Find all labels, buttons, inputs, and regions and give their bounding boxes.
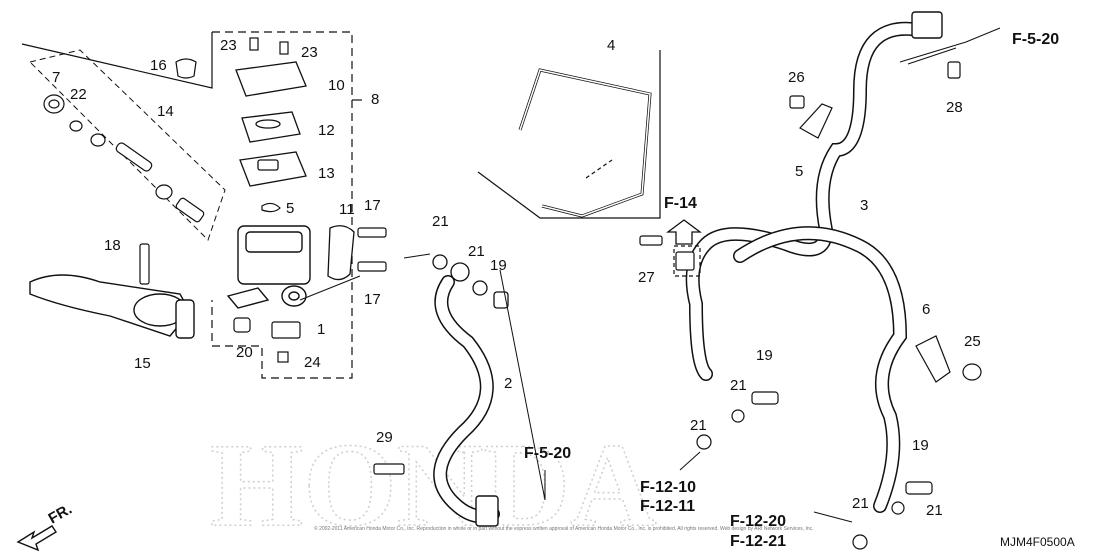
ref-f520-top: F-5-20 bbox=[1012, 31, 1059, 48]
brake-hose-2 bbox=[433, 275, 500, 527]
part-23b-label: 23 bbox=[301, 44, 318, 61]
ref-f1210: F-12-10 bbox=[640, 479, 696, 496]
front-direction-indicator: FR. bbox=[16, 501, 75, 552]
ref-f1221: F-12-21 bbox=[730, 533, 786, 550]
part-27-label: 27 bbox=[638, 269, 655, 286]
three-way-joint bbox=[639, 235, 701, 277]
brake-lever bbox=[29, 274, 195, 339]
part-24-label: 24 bbox=[304, 354, 321, 371]
part-6-label: 6 bbox=[922, 301, 930, 318]
part-19b-label: 19 bbox=[756, 347, 773, 364]
master-cylinder-body bbox=[226, 225, 311, 309]
banjo-fittings-right bbox=[696, 391, 933, 550]
part-21d-label: 21 bbox=[690, 417, 707, 434]
part-21f-label: 21 bbox=[926, 502, 943, 519]
honda-watermark: HONDA bbox=[210, 418, 657, 551]
part-18-label: 18 bbox=[104, 237, 121, 254]
part-2-label: 2 bbox=[504, 375, 512, 392]
f14-arrow bbox=[666, 219, 702, 245]
reference-labels: F-5-20 F-5-20 F-14 F-12-10 F-12-11 F-12-… bbox=[524, 31, 1059, 550]
part-21e-label: 21 bbox=[852, 495, 869, 512]
brake-pipe-4 bbox=[477, 50, 661, 219]
front-arrow-icon bbox=[16, 525, 57, 552]
part-4-label: 4 bbox=[607, 37, 615, 54]
banjo-fittings-left bbox=[432, 254, 509, 309]
part-21b-label: 21 bbox=[468, 243, 485, 260]
part-3-label: 3 bbox=[860, 197, 868, 214]
upper-brackets bbox=[789, 61, 961, 139]
part-14-label: 14 bbox=[157, 103, 174, 120]
part-17b-label: 17 bbox=[364, 291, 381, 308]
part-13-label: 13 bbox=[318, 165, 335, 182]
ref-f1220: F-12-20 bbox=[730, 513, 786, 530]
part-9-label: 5 bbox=[286, 200, 294, 217]
front-label: FR. bbox=[46, 501, 75, 528]
part-11-label: 11 bbox=[339, 201, 355, 218]
part-23a-label: 23 bbox=[220, 37, 237, 54]
part-20-label: 20 bbox=[236, 344, 253, 361]
brake-hose-3 bbox=[685, 11, 943, 513]
assembly-box bbox=[21, 31, 362, 379]
part-7-label: 7 bbox=[52, 69, 60, 86]
small-fasteners bbox=[175, 37, 301, 363]
part-19c-label: 19 bbox=[912, 437, 929, 454]
part-21c-label: 21 bbox=[730, 377, 747, 394]
ref-f14: F-14 bbox=[664, 195, 697, 212]
part-28-label: 28 bbox=[946, 99, 963, 116]
ref-f520-mid: F-5-20 bbox=[524, 445, 571, 462]
part-15-label: 15 bbox=[134, 355, 151, 372]
holder-part bbox=[327, 225, 355, 281]
pivot-bolt bbox=[139, 243, 150, 285]
part-22-label: 22 bbox=[70, 86, 87, 103]
part-25-label: 25 bbox=[964, 333, 981, 350]
ref-f1211: F-12-11 bbox=[640, 498, 695, 515]
right-leaders bbox=[679, 27, 1001, 523]
part-1-label: 1 bbox=[317, 321, 325, 338]
part-number-labels: 10 12 13 5 1 24 8 11 17 17 16 23 23 7 22… bbox=[52, 37, 981, 519]
seal-kit-box bbox=[29, 49, 226, 241]
part-19a-label: 19 bbox=[490, 257, 507, 274]
seal-kit-parts bbox=[43, 94, 205, 223]
part-12-label: 12 bbox=[318, 122, 335, 139]
reservoir-cap-parts bbox=[235, 61, 307, 187]
lower-brackets bbox=[915, 335, 982, 383]
copyright-text: © 2002-2011 American Honda Motor Co., In… bbox=[314, 525, 814, 532]
part-10-label: 10 bbox=[328, 77, 345, 94]
part-16-label: 16 bbox=[150, 57, 167, 74]
part-21a-label: 21 bbox=[432, 213, 449, 230]
holder-bolts bbox=[357, 227, 387, 272]
middle-leaders bbox=[299, 253, 546, 501]
part-5-label: 5 bbox=[795, 163, 803, 180]
part-17a-label: 17 bbox=[364, 197, 381, 214]
bolt-29 bbox=[373, 463, 405, 475]
part-8-label: 8 bbox=[371, 91, 379, 108]
drawing-code: MJM4F0500A bbox=[1000, 535, 1075, 549]
part-29-label: 29 bbox=[376, 429, 393, 446]
part-26-label: 26 bbox=[788, 69, 805, 86]
